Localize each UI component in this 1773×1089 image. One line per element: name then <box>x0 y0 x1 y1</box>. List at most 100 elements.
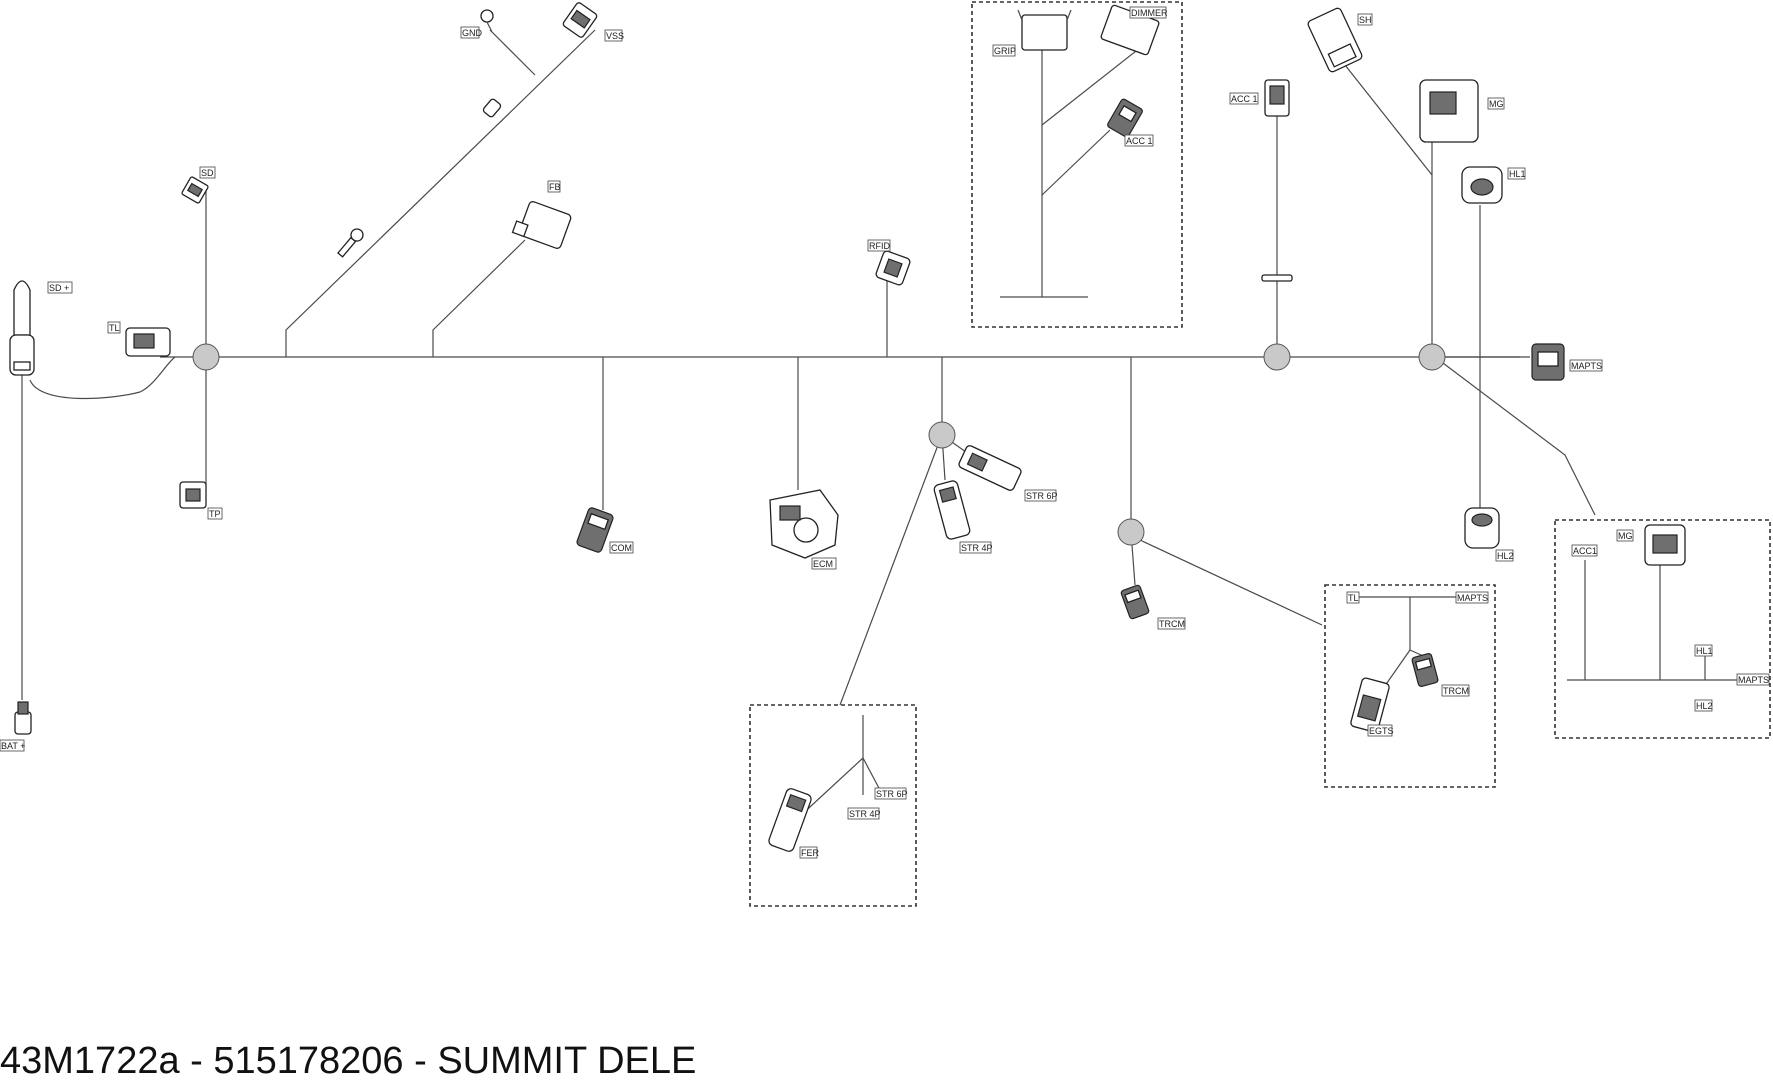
branch-wires <box>205 29 1596 706</box>
sd-plus-switch-icon <box>9 280 35 376</box>
junction-str <box>928 421 956 449</box>
str-6p-connector-icon <box>958 445 1022 491</box>
label-gnd: GND <box>460 26 483 39</box>
ring-terminal-icon <box>337 228 364 258</box>
label-ecm: ECM <box>811 557 837 570</box>
label-str4p: STR 4P <box>959 541 993 554</box>
acc1-box-connector-icon <box>1107 98 1143 138</box>
svg-text:HL1: HL1 <box>1696 646 1713 656</box>
svg-text:STR 4P: STR 4P <box>849 809 881 819</box>
junction-left <box>192 343 220 371</box>
svg-text:TRCM: TRCM <box>1443 686 1469 696</box>
svg-text:EGTS: EGTS <box>1369 726 1394 736</box>
label-dimmer: DIMMER <box>1129 6 1168 19</box>
svg-text:TRCM: TRCM <box>1159 619 1185 629</box>
label-mg: MG <box>1487 97 1505 110</box>
str-4p-connector-icon <box>933 480 971 540</box>
junction-points <box>192 343 1446 546</box>
option-box-egts <box>1324 584 1496 788</box>
inline-clip-icon <box>482 98 502 118</box>
svg-text:MG: MG <box>1489 99 1504 109</box>
svg-text:SD +: SD + <box>49 283 69 293</box>
svg-text:TL: TL <box>109 323 120 333</box>
svg-text:MAPTS: MAPTS <box>1571 361 1602 371</box>
label-hl1: HL1 <box>1507 167 1526 180</box>
label-acc1-box: ACC 1 <box>1124 134 1154 147</box>
acc1-connector-icon <box>1264 79 1290 117</box>
gnd-terminal-icon <box>480 9 494 33</box>
com-connector-icon <box>576 507 614 553</box>
label-box-trcm: TRCM <box>1441 684 1470 697</box>
label-box-mapts2: MAPTS <box>1736 673 1770 686</box>
main-harness-trunk <box>21 345 1520 700</box>
diagram-title: 43M1722a - 515178206 - SUMMIT DELE <box>0 1040 697 1082</box>
svg-text:TP: TP <box>209 509 221 519</box>
vss-connector-icon <box>562 2 598 38</box>
egts-connector-icon <box>1350 677 1390 733</box>
label-trcm: TRCM <box>1157 617 1186 630</box>
svg-text:HL2: HL2 <box>1696 701 1713 711</box>
svg-text:HL2: HL2 <box>1497 551 1514 561</box>
svg-text:GND: GND <box>462 28 483 38</box>
junction-right <box>1418 343 1446 371</box>
svg-text:HL1: HL1 <box>1509 169 1526 179</box>
label-str6p: STR 6P <box>1024 489 1058 502</box>
tl-connector-icon <box>125 327 171 357</box>
svg-text:SD: SD <box>201 168 214 178</box>
label-bat-plus: BAT + <box>0 739 25 752</box>
label-box-mg: MG <box>1616 529 1634 542</box>
option-box-mg <box>1554 519 1771 739</box>
svg-text:COM: COM <box>611 543 632 553</box>
label-tl: TL <box>107 321 121 334</box>
svg-text:MAPTS: MAPTS <box>1738 675 1769 685</box>
mapts-connector-icon <box>1531 343 1565 381</box>
junction-trcm <box>1117 518 1145 546</box>
label-grip: GRIP <box>992 44 1016 57</box>
label-acc1: ACC 1 <box>1229 92 1259 105</box>
svg-text:ACC 1: ACC 1 <box>1126 136 1153 146</box>
svg-text:RFID: RFID <box>869 241 890 251</box>
svg-text:FB: FB <box>549 182 561 192</box>
junction-acc <box>1263 343 1291 371</box>
connectors <box>9 2 1686 852</box>
label-vss: VSS <box>604 29 624 42</box>
svg-text:DIMMER: DIMMER <box>1131 8 1168 18</box>
trcm-box-connector-icon <box>1411 652 1439 688</box>
label-sd-plus: SD + <box>47 281 73 294</box>
svg-text:MAPTS: MAPTS <box>1457 593 1488 603</box>
svg-text:MG: MG <box>1618 531 1633 541</box>
option-box-grip <box>971 1 1183 328</box>
fb-connector-icon <box>511 201 572 249</box>
label-sd: SD <box>199 166 216 179</box>
svg-text:STR 6P: STR 6P <box>876 789 908 799</box>
label-fb: FB <box>547 180 561 193</box>
fer-connector-icon <box>768 788 812 852</box>
label-com: COM <box>609 541 634 554</box>
mg-connector-icon <box>1419 79 1479 143</box>
grip-connector-icon <box>1017 9 1072 51</box>
label-box-str4p: STR 4P <box>847 807 881 820</box>
label-box-acc1: ACC1 <box>1571 544 1598 557</box>
ecm-connector-icon <box>769 489 839 559</box>
label-box-str6p: STR 6P <box>874 787 908 800</box>
hl2-connector-icon <box>1464 507 1500 549</box>
label-box-hl2: HL2 <box>1694 699 1713 712</box>
svg-text:VSS: VSS <box>606 31 624 41</box>
acc1-fuse-icon <box>1261 274 1293 282</box>
sd-connector-icon <box>181 176 209 204</box>
label-box-hl1: HL1 <box>1694 644 1713 657</box>
tp-connector-icon <box>179 481 207 509</box>
svg-text:GRIP: GRIP <box>994 46 1016 56</box>
label-box-tl: TL <box>1346 591 1360 604</box>
option-box-fer <box>749 704 917 907</box>
bat-plus-terminal-icon <box>14 701 32 735</box>
svg-text:STR 6P: STR 6P <box>1026 491 1058 501</box>
svg-text:ECM: ECM <box>813 559 833 569</box>
svg-text:STR 4P: STR 4P <box>961 543 993 553</box>
rfid-connector-icon <box>875 250 911 286</box>
hl1-connector-icon <box>1461 166 1503 204</box>
svg-text:BAT +: BAT + <box>1 741 25 751</box>
label-rfid: RFID <box>867 239 890 252</box>
connector-labels: GND VSS SD FB SD + TL TP BAT + COM ECM R… <box>0 6 1770 859</box>
